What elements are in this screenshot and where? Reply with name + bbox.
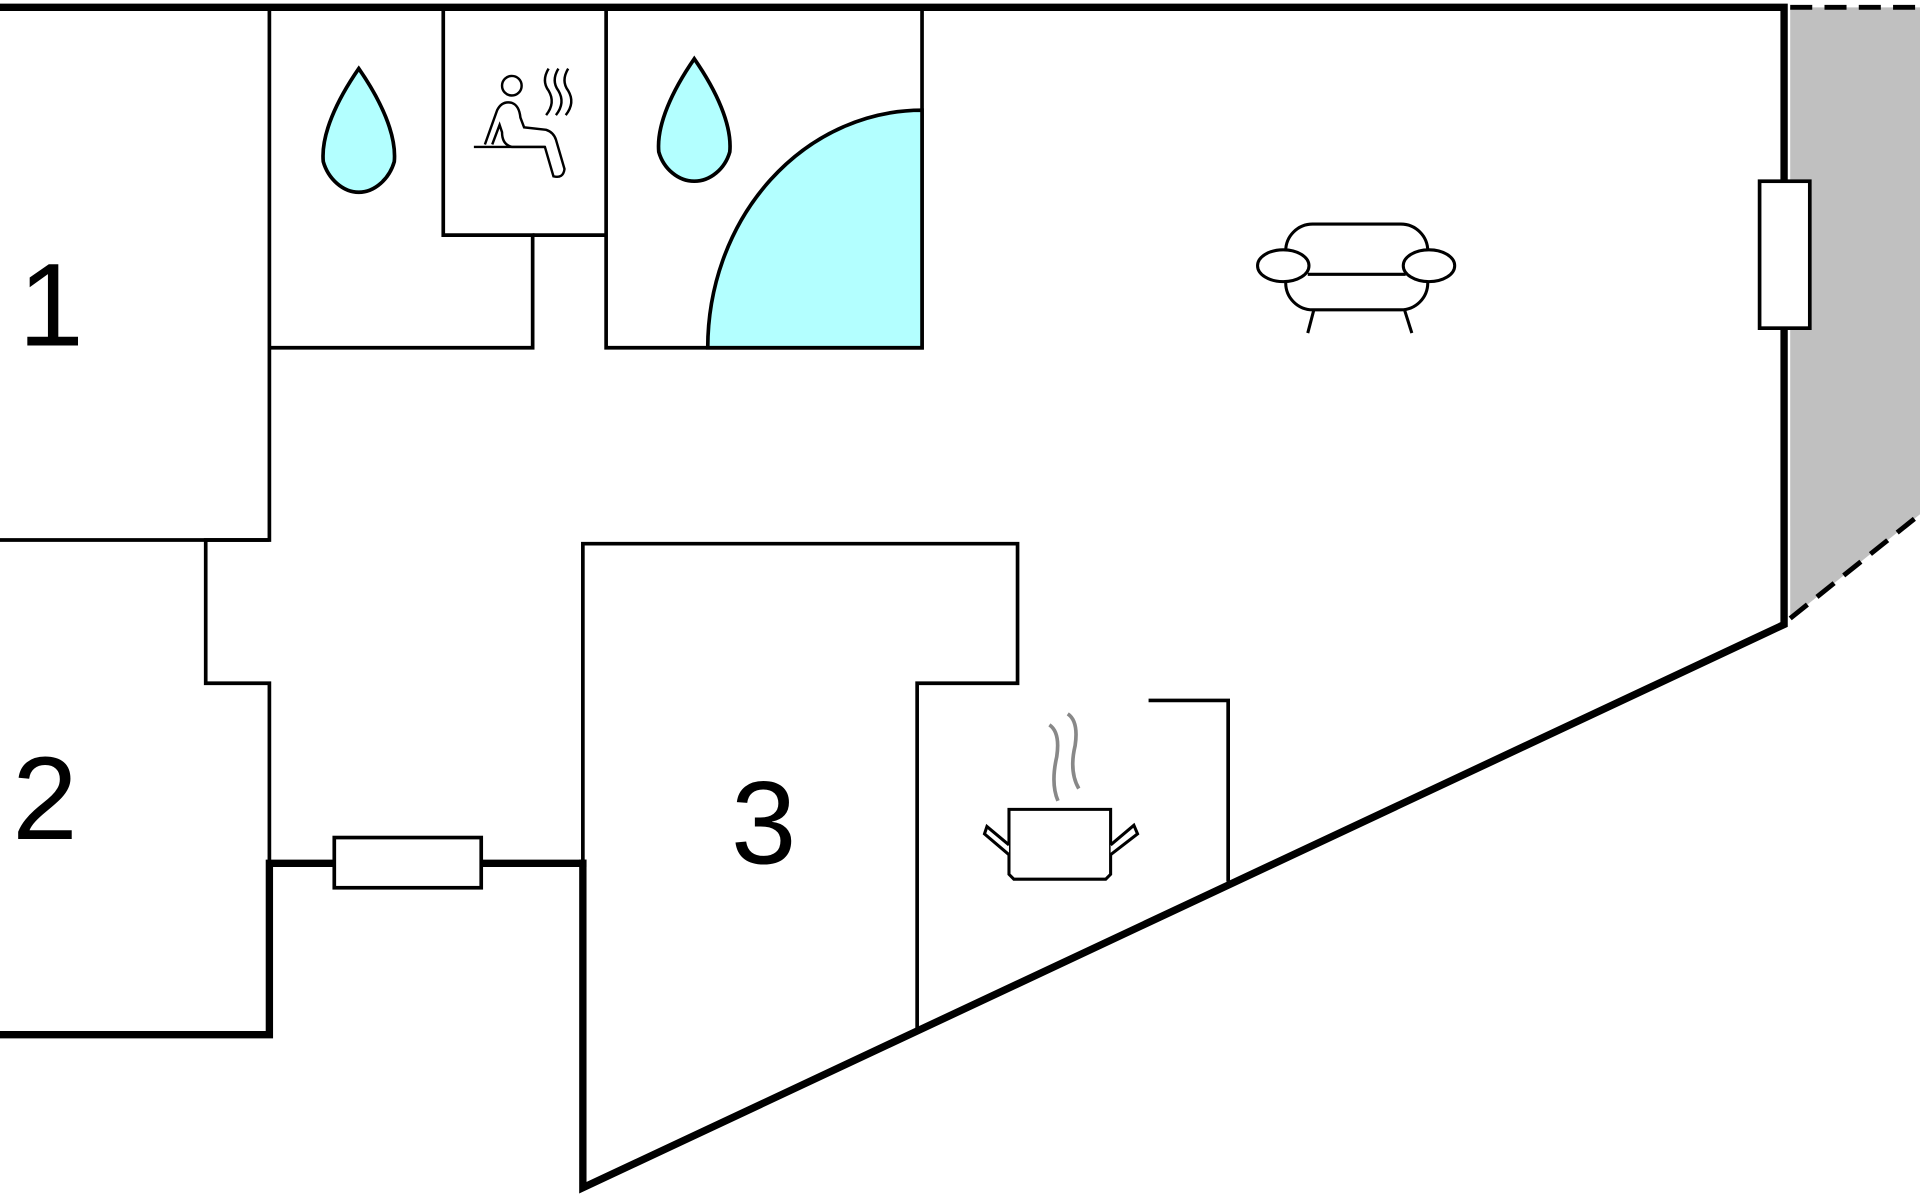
water-drop-icon: [321, 65, 397, 195]
sofa-icon: [1256, 222, 1457, 334]
outer-wall-left: [0, 859, 337, 1039]
cooking-pot-icon: [982, 712, 1140, 881]
water-drop-icon: [656, 55, 732, 184]
window-icon: [1757, 179, 1812, 330]
room-label-3: 3: [731, 757, 796, 888]
terrace-area: [1790, 7, 1920, 619]
room-label-2: 2: [12, 733, 77, 864]
sauna-icon: [473, 67, 573, 179]
outer-wall: [0, 3, 1788, 1194]
room-label-1: 1: [18, 239, 83, 370]
shower-icon: [705, 108, 924, 350]
terrace-edge-diagonal: [1788, 512, 1920, 621]
window-icon: [332, 835, 484, 890]
